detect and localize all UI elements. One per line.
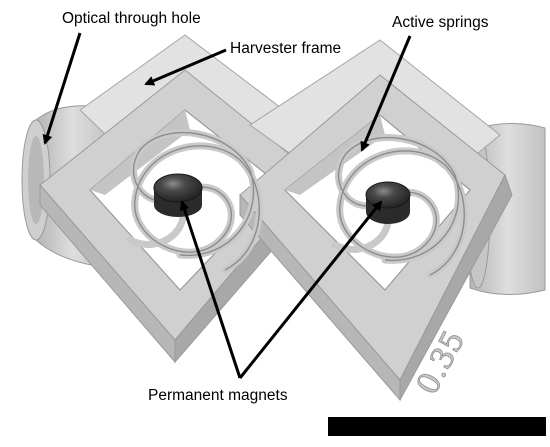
- label-optical-through-hole: Optical through hole: [62, 10, 201, 27]
- label-active-springs: Active springs: [392, 14, 489, 31]
- label-harvester-frame: Harvester frame: [230, 40, 341, 57]
- arrow-active-springs: [360, 35, 412, 152]
- permanent-magnet-right: [365, 181, 411, 224]
- scale-bar: [328, 417, 546, 436]
- arrow-harvester-frame: [144, 48, 227, 86]
- annotation-arrows: [42, 32, 412, 379]
- permanent-magnet-left: [153, 173, 203, 217]
- label-permanent-magnets: Permanent magnets: [148, 387, 288, 404]
- arrow-magnet-left: [179, 200, 242, 379]
- arrow-optical-hole: [42, 32, 82, 145]
- arrow-magnet-right: [238, 200, 383, 379]
